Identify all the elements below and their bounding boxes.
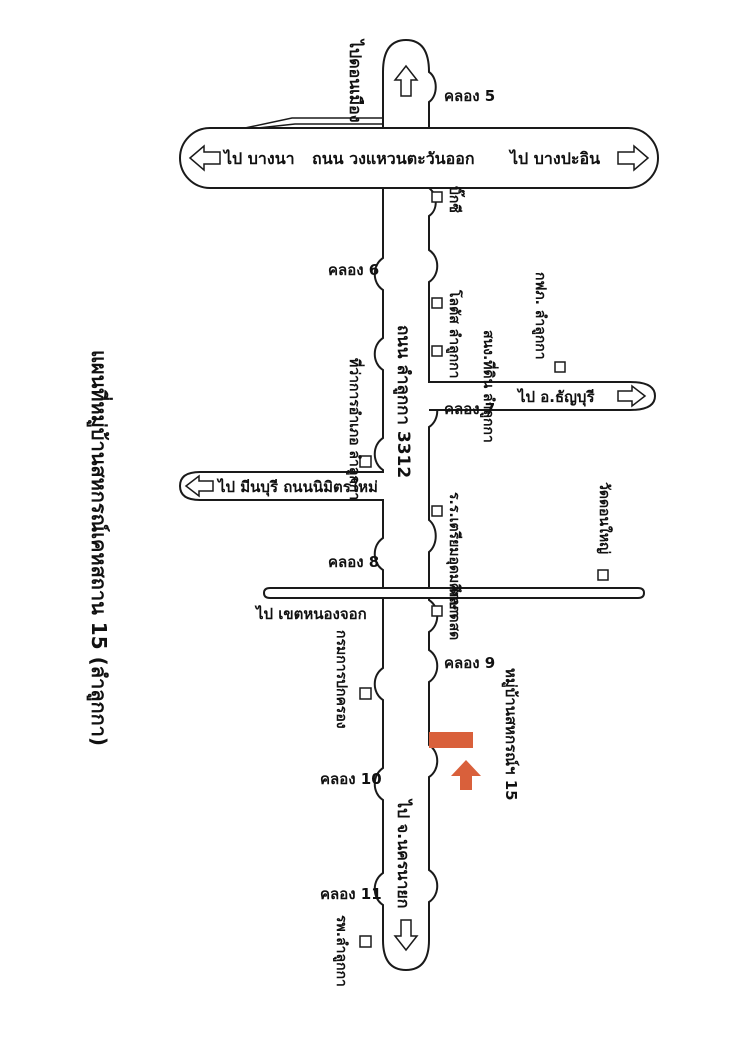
canal-5: คลอง 5 [444,87,495,105]
land-office-label: สนง.ที่ดิน ลำลูกกา [480,330,499,443]
thanyaburi-road [429,381,657,411]
ring-road-right-label: ไป บางปะอิน [508,149,600,168]
market-label: ตลาดสด [446,588,462,640]
canal-9: คลอง 9 [444,654,495,672]
destination-label: หมู่บ้านสหกรณ์ฯ 15 [501,668,520,801]
nongchok-road [262,587,646,599]
ring-left-arrow [188,144,221,172]
temple-marker [597,569,609,581]
hospital-marker [359,935,372,948]
main-road [373,38,439,972]
north-arrow [393,64,419,97]
main-road-label: ถนน ลำลูกกา 3312 [392,325,413,478]
ring-right-arrow [617,144,650,172]
canal-6: คลอง 6 [328,261,379,279]
nongchok-road-label: ไป เขตหนองจอก [254,604,367,623]
bigc-label: บิ๊กซี [446,186,466,213]
north-road-label: ไปดอนเมือง [346,38,365,123]
egat-marker [554,361,566,373]
egat-label: กฟภ. ลำลูกกา [532,272,548,360]
temple-label: วัดดอนใหญ่ [596,482,614,554]
lotus-marker [431,297,443,309]
dept-marker [359,687,372,700]
thanyaburi-road-label: ไป อ.ธัญบุรี [516,387,595,407]
ramp-line [244,117,383,129]
map-title: แผนที่หมู่บ้านสหกรณ์เคหสถาน 15 (ลำลูกกา) [85,350,114,746]
canal-10: คลอง 10 [320,770,382,788]
south-road-label: ไป จ.นครนายก [394,798,413,908]
district-office-marker [359,455,372,468]
school-label: ร.ร.เตรียมอุดมศึกษา [446,492,463,618]
ring-road-name: ถนน วงแหวนตะวันออก [312,149,475,168]
dept-label: กรมการปกครอง [333,630,349,729]
canal-8: คลอง 8 [328,553,379,571]
thanyaburi-arrow [617,384,647,408]
land-office-marker [431,345,443,357]
bigc-marker [431,191,443,203]
south-arrow [393,919,419,952]
hospital-label: รพ.ลำลูกกา [333,915,349,987]
district-office-label: ที่ว่าการอำเภอ ลำลูกกา [346,358,365,500]
minburi-arrow [184,474,214,498]
destination-arrow-icon [451,760,481,790]
destination-marker [429,732,473,748]
school-marker [431,505,443,517]
minburi-road-label: ไป มีนบุรี ถนนนิมิตรใหม่ [216,477,378,497]
ring-road-left-label: ไป บางนา [222,149,295,168]
market-marker [431,605,443,617]
canal-7: คลอง 7 [444,400,495,418]
minburi-road [178,471,383,501]
lotus-label: โลตัส ลำลูกกา [446,289,464,378]
canal-11: คลอง 11 [320,885,382,903]
